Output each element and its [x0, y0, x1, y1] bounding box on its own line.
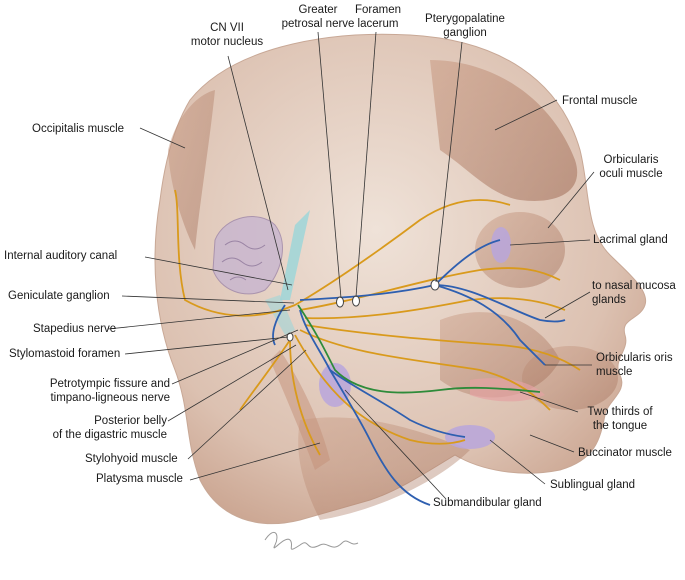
- label-line: Orbicularis: [603, 154, 659, 166]
- submandibular-gland-shape: [319, 363, 351, 407]
- label-internal-auditory-canal: Internal auditory canal: [4, 250, 118, 262]
- label-line: the tongue: [592, 420, 648, 432]
- chorda-tympani: [297, 304, 541, 394]
- label-line: Petrotympic fissure and: [49, 378, 170, 390]
- lacrimal-gland-shape: [491, 227, 511, 263]
- label-to-nasal-mucosa-glands: to nasal mucosa glands: [592, 279, 676, 307]
- label-orbicularis-oculi-muscle: Orbicularis oculi muscle: [586, 153, 676, 181]
- label-line: muscle: [596, 366, 633, 378]
- brainstem-folds: [221, 240, 266, 281]
- label-geniculate-ganglion: Geniculate ganglion: [8, 290, 110, 302]
- label-line: to nasal mucosa: [592, 280, 676, 292]
- label-line: motor nucleus: [190, 36, 264, 48]
- label-line: of the digastric muscle: [52, 429, 167, 441]
- internal-auditory-canal-shape: [280, 210, 310, 300]
- label-line: petrosal nerve: [281, 18, 355, 30]
- parasympathetic-nerves: [272, 239, 566, 506]
- label-greater-petrosal-nerve: Greater petrosal nerve: [268, 3, 368, 31]
- label-stylomastoid-foramen: Stylomastoid foramen: [9, 348, 121, 360]
- label-pterygopalatine-ganglion: Pterygopalatine ganglion: [410, 12, 520, 40]
- label-cn7-motor-nucleus: CN VII motor nucleus: [172, 21, 282, 49]
- buccinator-shape: [440, 312, 560, 398]
- label-stapedius-nerve: Stapedius nerve: [33, 323, 117, 335]
- label-occipitalis-muscle: Occipitalis muscle: [32, 123, 125, 135]
- label-buccinator-muscle: Buccinator muscle: [578, 447, 672, 459]
- label-line: ganglion: [443, 27, 487, 39]
- artist-signature: [264, 531, 359, 550]
- label-line: lacerum: [357, 18, 399, 30]
- label-line: Foramen: [354, 4, 402, 16]
- label-line: Orbicularis oris: [596, 352, 673, 364]
- sublingual-gland-shape: [445, 425, 495, 449]
- label-platysma-muscle: Platysma muscle: [96, 473, 183, 485]
- label-line: glands: [592, 294, 626, 306]
- label-submandibular-gland: Submandibular gland: [433, 497, 542, 509]
- label-line: Pterygopalatine: [425, 13, 505, 25]
- label-posterior-belly-digastric: Posterior belly of the digastric muscle: [30, 414, 167, 442]
- label-line: Posterior belly: [94, 415, 167, 427]
- label-line: timpano-ligneous nerve: [50, 392, 170, 404]
- label-stylohyoid-muscle: Stylohyoid muscle: [85, 453, 178, 465]
- label-orbicularis-oris-muscle: Orbicularis oris muscle: [596, 351, 673, 379]
- label-foramen-lacerum: Foramen lacerum: [343, 3, 413, 31]
- label-lacrimal-gland: Lacrimal gland: [593, 234, 668, 246]
- label-two-thirds-tongue: Two thirds of the tongue: [570, 405, 670, 433]
- leader-lines: [107, 31, 595, 500]
- occipitalis-muscle-shape: [168, 90, 215, 250]
- brainstem: [212, 216, 283, 295]
- label-line: Two thirds of: [587, 406, 653, 418]
- label-line: CN VII: [210, 22, 244, 34]
- label-petrotympic-fissure: Petrotympic fissure and timpano-ligneous…: [0, 377, 170, 405]
- frontal-muscle-shape: [430, 60, 578, 201]
- label-frontal-muscle: Frontal muscle: [562, 95, 638, 107]
- label-line: oculi muscle: [599, 168, 663, 180]
- label-line: Greater: [298, 4, 338, 16]
- label-sublingual-gland: Sublingual gland: [550, 479, 636, 491]
- motor-nerves: [174, 189, 581, 456]
